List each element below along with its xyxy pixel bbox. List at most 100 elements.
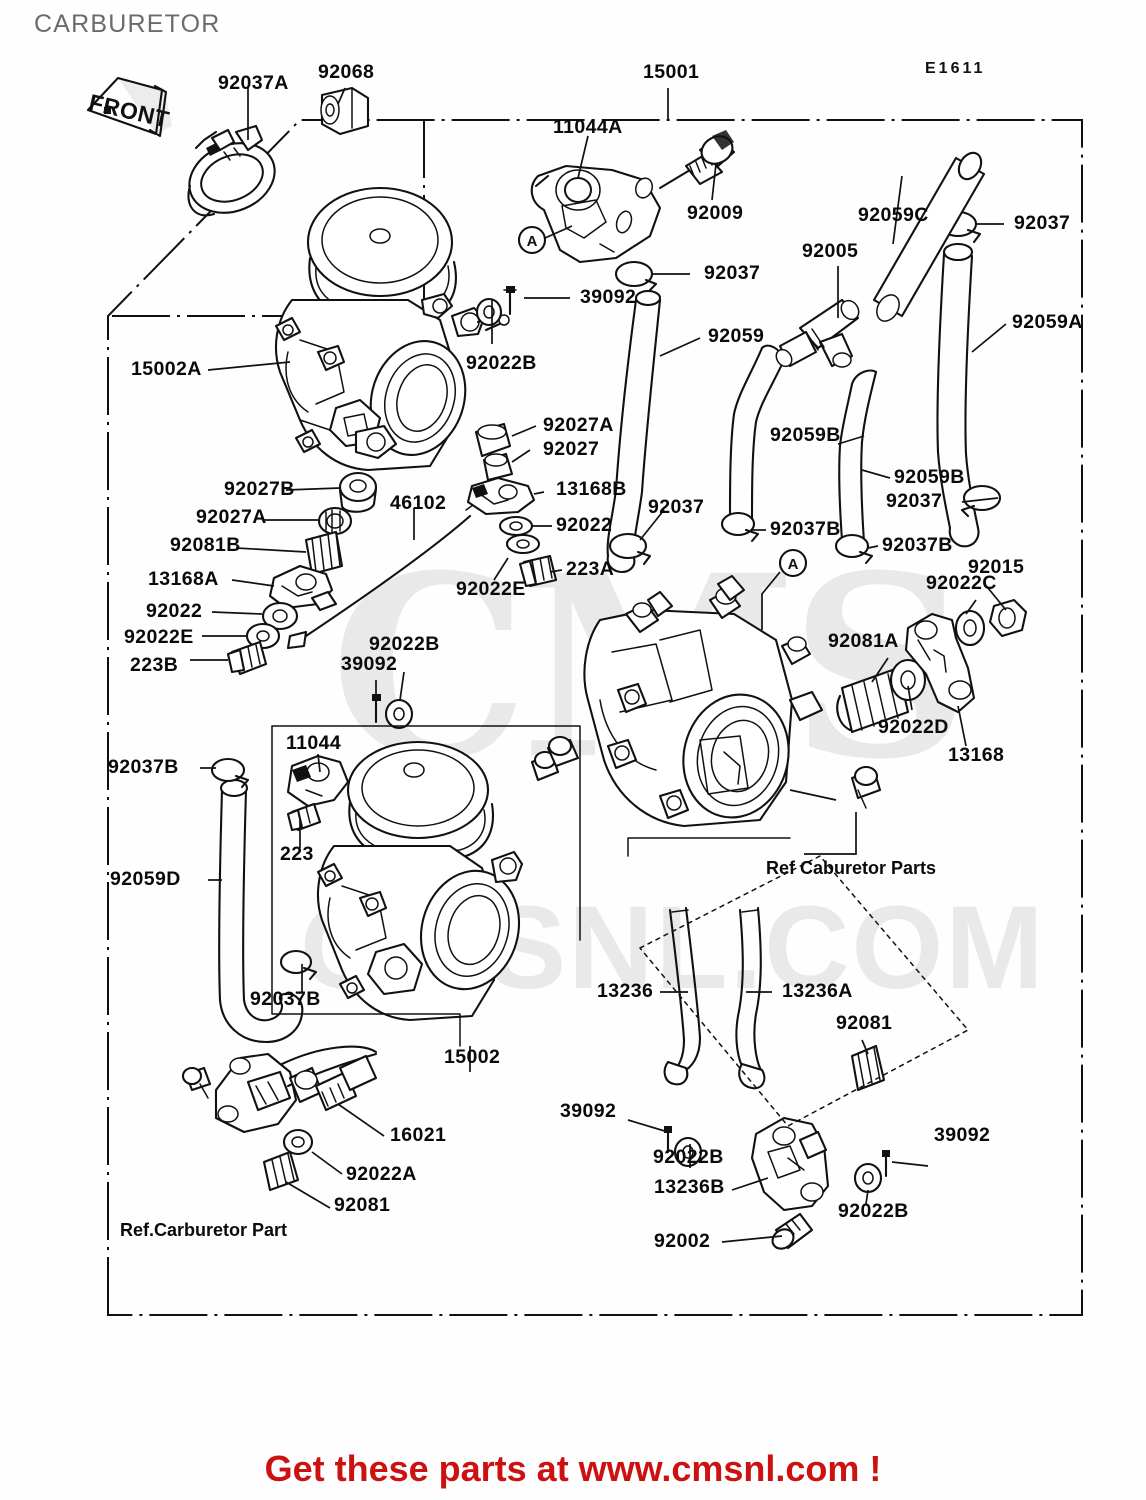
callout-39092-c: 39092 bbox=[560, 1100, 617, 1122]
callout-92015: 92015 bbox=[968, 556, 1025, 578]
part-92027A-oring-left bbox=[317, 506, 353, 536]
callout-92037-a: 92037 bbox=[704, 262, 761, 284]
callout-11044A: 11044A bbox=[553, 116, 623, 138]
callout-92059A: 92059A bbox=[1012, 311, 1083, 333]
part-92022A-washer bbox=[282, 1128, 314, 1156]
part-92037B-clip-b bbox=[834, 533, 874, 565]
part-11044-bracket bbox=[286, 754, 350, 808]
part-92081-sleeve-left bbox=[262, 1150, 300, 1192]
svg-text:A: A bbox=[527, 233, 538, 250]
callout-92059: 92059 bbox=[708, 325, 765, 347]
part-13236B-bracket bbox=[750, 1116, 830, 1212]
part-92081B-spring bbox=[304, 530, 344, 576]
part-39092-pin-1 bbox=[503, 286, 517, 316]
callout-11044: 11044 bbox=[286, 732, 342, 754]
callout-92022B-c: 92022B bbox=[653, 1146, 724, 1168]
callout-92027-a: 92027 bbox=[543, 438, 600, 460]
callout-92068: 92068 bbox=[318, 61, 375, 83]
part-92037-clip-a bbox=[614, 260, 658, 292]
part-screw-right-lower bbox=[850, 765, 882, 809]
part-92009-screw bbox=[658, 130, 736, 190]
part-39092-pin-4 bbox=[882, 1150, 890, 1178]
part-13236-rod bbox=[663, 906, 702, 1086]
callout-92022A: 92022A bbox=[346, 1163, 417, 1185]
part-92022B-washer-2 bbox=[384, 698, 414, 730]
callout-92022B-d: 92022B bbox=[838, 1200, 909, 1222]
note-ref-carburetor-parts: Ref Caburetor Parts bbox=[766, 858, 937, 878]
part-92022D-washer bbox=[889, 658, 927, 702]
part-92027B-cap bbox=[338, 471, 378, 513]
part-92002-bolt bbox=[771, 1212, 814, 1250]
part-13168B-plate bbox=[466, 476, 536, 516]
callout-92059D: 92059D bbox=[110, 868, 181, 890]
part-92015-nut bbox=[988, 598, 1028, 638]
part-screw-lower-center bbox=[530, 750, 560, 782]
part-92059A-hose bbox=[936, 242, 980, 548]
part-92022C-washer bbox=[954, 609, 986, 647]
part-13236A-rod bbox=[735, 906, 766, 1090]
part-13168A-plate bbox=[268, 564, 338, 612]
part-92022E-washer-left bbox=[245, 622, 281, 650]
part-223B-screw bbox=[226, 640, 268, 676]
part-92068-damper bbox=[320, 86, 370, 136]
callout-46102: 46102 bbox=[390, 492, 447, 514]
callout-39092-a: 39092 bbox=[580, 286, 637, 308]
part-92037B-clip-c bbox=[210, 757, 250, 789]
part-92022E-washer-center bbox=[505, 533, 541, 555]
callout-92022D: 92022D bbox=[878, 716, 949, 738]
callout-92081-b: 92081 bbox=[334, 1194, 391, 1216]
callout-92027A-a: 92027A bbox=[543, 414, 614, 436]
callout-92037A: 92037A bbox=[218, 72, 289, 94]
part-92027-ring-center bbox=[482, 452, 514, 482]
part-92037-clip-b bbox=[608, 532, 652, 566]
callout-223B: 223B bbox=[130, 654, 179, 676]
callout-92022B-b: 92022B bbox=[369, 633, 440, 655]
part-15002A-carburetor-upper bbox=[274, 186, 510, 472]
footer-promo-text: Get these parts at www.cmsnl.com ! bbox=[264, 1448, 882, 1489]
callout-92037B-a: 92037B bbox=[770, 518, 841, 540]
part-92005-fitting bbox=[775, 298, 860, 368]
callout-39092-d: 39092 bbox=[934, 1124, 991, 1146]
part-92059D-hose bbox=[218, 778, 304, 1044]
callout-92059B-b: 92059B bbox=[894, 466, 965, 488]
callout-92081A: 92081A bbox=[828, 630, 899, 652]
part-15002-carburetor-lower bbox=[316, 740, 524, 1022]
callout-92022B-a: 92022B bbox=[466, 352, 537, 374]
part-92037-clip-d bbox=[960, 484, 1002, 518]
leader-lines bbox=[190, 87, 1007, 1243]
callout-92037B-c: 92037B bbox=[108, 756, 179, 778]
callout-92027B: 92027B bbox=[224, 478, 295, 500]
callout-92022C: 92022C bbox=[926, 572, 997, 594]
part-92037B-clip-d bbox=[279, 949, 318, 981]
callout-92022-b: 92022 bbox=[146, 600, 203, 622]
part-92059B-hose-2 bbox=[838, 369, 878, 556]
callout-13236A: 13236A bbox=[782, 980, 853, 1002]
callout-92059C: 92059C bbox=[858, 204, 929, 226]
callout-16021: 16021 bbox=[390, 1124, 447, 1146]
callout-13168B: 13168B bbox=[556, 478, 627, 500]
section-marker-a-2: A bbox=[761, 548, 808, 630]
callout-223A: 223A bbox=[566, 558, 615, 580]
callout-13236: 13236 bbox=[597, 980, 654, 1002]
inner-frames bbox=[271, 725, 969, 1127]
callout-92009: 92009 bbox=[687, 202, 744, 224]
part-11044A-bracket bbox=[530, 164, 662, 264]
part-screw-center-mid bbox=[546, 735, 580, 768]
callout-92059B-a: 92059B bbox=[770, 424, 841, 446]
callout-15002: 15002 bbox=[444, 1046, 501, 1068]
callout-39092-b: 39092 bbox=[341, 653, 398, 675]
part-screw-bottom-left bbox=[181, 1066, 212, 1099]
part-92037A-clamp bbox=[187, 124, 276, 217]
callout-92022E-a: 92022E bbox=[124, 626, 194, 648]
callout-92037-b: 92037 bbox=[1014, 212, 1071, 234]
callout-92022E-b: 92022E bbox=[456, 578, 526, 600]
callout-92037B-b: 92037B bbox=[882, 534, 953, 556]
callout-223: 223 bbox=[280, 843, 314, 865]
part-223-screw bbox=[286, 802, 322, 832]
page-title: CARBURETOR bbox=[34, 10, 221, 38]
callout-92005: 92005 bbox=[802, 240, 859, 262]
part-92022-washer-left bbox=[261, 601, 299, 631]
part-92059-hose bbox=[606, 289, 662, 574]
